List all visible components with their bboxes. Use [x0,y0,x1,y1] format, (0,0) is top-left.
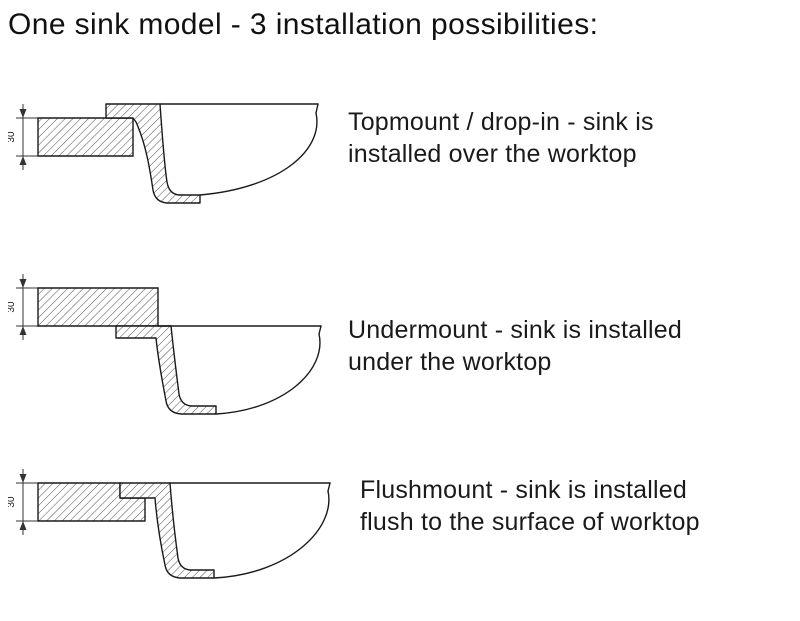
bowl-outline [170,483,330,578]
dimension-30: 30 [8,104,38,170]
rim-edge [319,326,321,334]
sink-section [106,104,200,203]
worktop-section [38,118,133,156]
undermount-drawing: 30 [8,270,348,430]
bowl-arc [200,113,317,195]
worktop-section [38,288,158,326]
page-title: One sink model - 3 installation possibil… [8,8,599,41]
sink-section [120,483,214,578]
bowl-outline [158,326,321,414]
bowl-outline [160,104,318,195]
arrow-up-icon [19,521,27,530]
arrow-up-icon [19,326,27,335]
flushmount-caption: Flushmount - sink is installed flush to … [360,476,700,536]
bowl-arc [214,491,329,578]
undermount-caption: Undermount - sink is installed under the… [348,316,682,376]
topmount-drawing: 30 [8,82,348,242]
flushmount-section-view: 30 [8,458,358,618]
sink-section [116,326,216,414]
arrow-down-icon [19,279,27,288]
dimension-label: 30 [8,496,17,508]
installation-row-flushmount: 30 Flushmount - sink is installed flush … [8,458,800,618]
arrow-down-icon [19,109,27,118]
flushmount-drawing: 30 [8,458,348,618]
dimension-label: 30 [8,131,17,143]
undermount-section-view: 30 [8,270,343,430]
dimension-30: 30 [8,274,38,340]
arrow-down-icon [19,474,27,483]
installation-row-undermount: 30 Undermount - sink is installed under … [8,270,800,430]
dimension-30: 30 [8,469,38,535]
rim-edge [328,483,330,491]
rim-edge [316,104,318,113]
arrow-up-icon [19,156,27,165]
bowl-arc [216,334,320,414]
dimension-label: 30 [8,301,17,313]
topmount-caption: Topmount / drop-in - sink is installed o… [348,108,654,168]
topmount-section-view: 30 [8,82,343,242]
installation-row-topmount: 30 Topmount / drop-in - sink is installe… [8,82,800,242]
